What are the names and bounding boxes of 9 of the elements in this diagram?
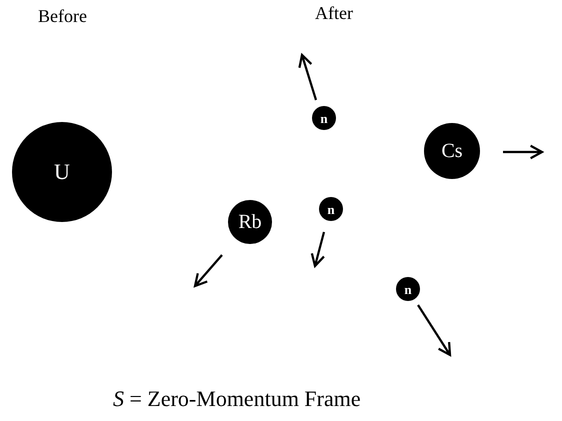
caption: S = Zero-Momentum Frame bbox=[113, 386, 361, 412]
nucleus-circle: Cs bbox=[424, 123, 480, 179]
nucleus-circle: n bbox=[312, 106, 336, 130]
nucleus-circle: n bbox=[396, 277, 420, 301]
panel-heading: Before bbox=[38, 6, 87, 27]
nucleus-circle: U bbox=[12, 122, 112, 222]
nucleus-circle: Rb bbox=[228, 200, 272, 244]
panel-heading: After bbox=[315, 3, 353, 24]
nucleus-circle: n bbox=[319, 197, 343, 221]
